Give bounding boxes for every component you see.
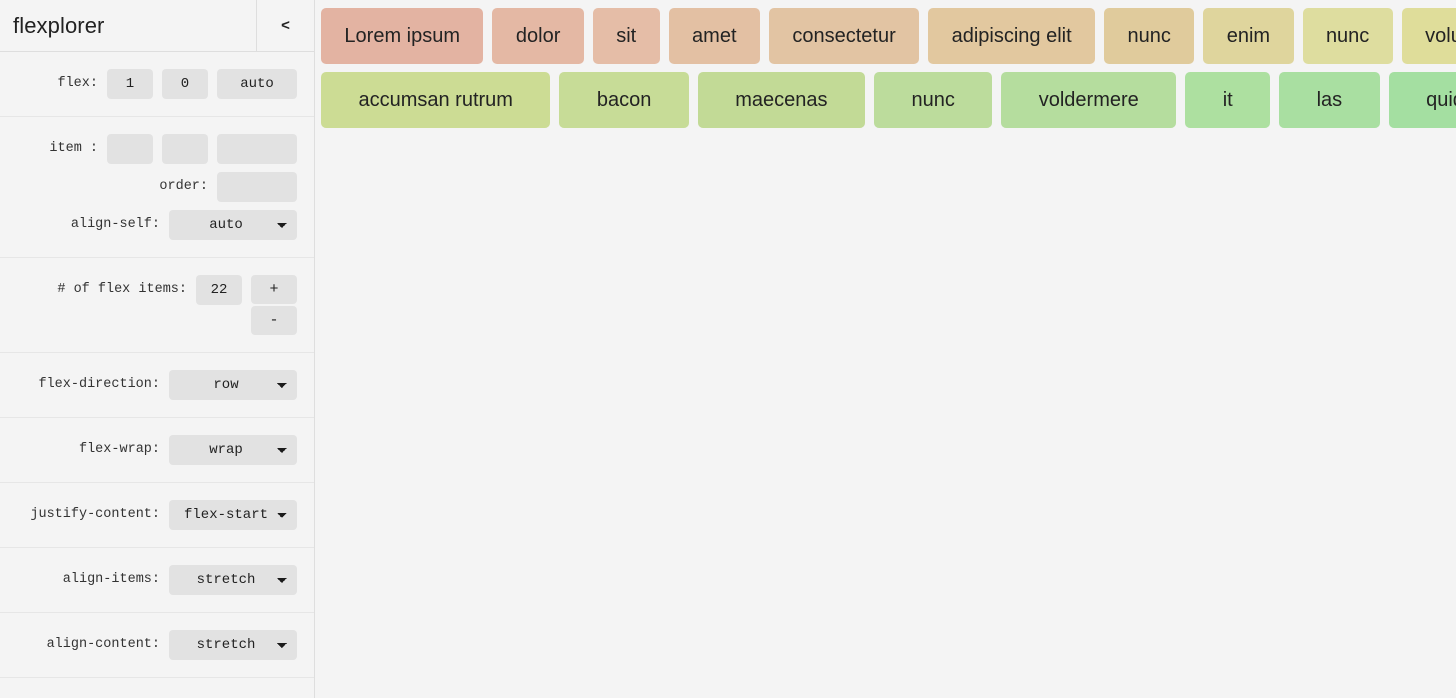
container-prop-group-align-content: align-content: stretchflex-startflex-endc… <box>0 613 314 678</box>
item-flex-grow-input[interactable] <box>107 134 153 164</box>
flex-item[interactable]: dolor <box>492 8 584 64</box>
container-prop-row: justify-content: flex-startflex-endcenter… <box>0 496 297 534</box>
item-label: item : <box>49 141 98 156</box>
chevron-left-icon[interactable]: < <box>256 0 314 52</box>
container-prop-group-justify-content: justify-content: flex-startflex-endcenter… <box>0 483 314 548</box>
flex-shorthand-row: flex: <box>0 65 297 103</box>
align-self-label: align-self: <box>70 217 160 232</box>
flex-item[interactable]: volutpat eget <box>1401 8 1456 64</box>
decrement-button[interactable]: - <box>251 306 297 335</box>
container-prop-group-align-items: align-items: stretchflex-startflex-endcen… <box>0 548 314 613</box>
order-input[interactable] <box>217 172 297 202</box>
flex-wrap-select[interactable]: nowrapwrapwrap-reverse <box>169 435 297 465</box>
justify-content-label: justify-content: <box>30 507 160 522</box>
app-title: flexplorer <box>13 12 105 38</box>
flex-item[interactable]: it <box>1185 72 1271 128</box>
flex-item[interactable]: sit <box>592 8 660 64</box>
flex-item[interactable]: enim <box>1203 8 1294 64</box>
flex-item[interactable]: nunc <box>874 72 993 128</box>
control-sidebar: flexplorer < flex: item : order: <box>0 0 315 698</box>
align-content-label: align-content: <box>46 637 160 652</box>
container-prop-row: flex-wrap: nowrapwrapwrap-reverse <box>0 431 297 469</box>
flex-shrink-input[interactable] <box>162 69 208 99</box>
flex-item-count-stepper: + - <box>251 275 297 335</box>
flex-item[interactable]: accumsan rutrum <box>321 72 551 128</box>
justify-content-select[interactable]: flex-startflex-endcenterspace-betweenspa… <box>169 500 297 530</box>
container-prop-row: align-content: stretchflex-startflex-endc… <box>0 626 297 664</box>
flex-item[interactable]: Lorem ipsum <box>321 8 484 64</box>
align-self-row: align-self: autoflex-startflex-endcenter… <box>0 206 297 244</box>
flex-item[interactable]: las <box>1279 72 1380 128</box>
flex-direction-label: flex-direction: <box>38 377 160 392</box>
item-flex-basis-input[interactable] <box>217 134 297 164</box>
container-properties: flex-direction: rowrow-reversecolumncolum… <box>0 353 314 678</box>
flex-item[interactable]: quid <box>1388 72 1456 128</box>
align-content-select[interactable]: stretchflex-startflex-endcenterspace-bet… <box>169 630 297 660</box>
flex-item[interactable]: amet <box>668 8 760 64</box>
flex-item-count-row: # of flex items: + - <box>0 271 297 339</box>
item-order-row: order: <box>0 168 297 206</box>
order-label: order: <box>159 179 208 194</box>
flex-item[interactable]: voldermere <box>1001 72 1177 128</box>
flex-item-count-input[interactable] <box>196 275 242 305</box>
item-flex-shrink-input[interactable] <box>162 134 208 164</box>
flex-item[interactable]: consectetur <box>768 8 920 64</box>
flex-basis-input[interactable] <box>217 69 297 99</box>
flex-item-count-label: # of flex items: <box>57 282 187 297</box>
flex-wrap-label: flex-wrap: <box>78 442 160 457</box>
align-items-label: align-items: <box>62 572 160 587</box>
container-prop-row: align-items: stretchflex-startflex-endcen… <box>0 561 297 599</box>
flex-item[interactable]: maecenas <box>697 72 865 128</box>
flex-item[interactable]: adipiscing elit <box>928 8 1096 64</box>
flex-item[interactable]: nunc <box>1302 8 1393 64</box>
container-prop-group-flex-wrap: flex-wrap: nowrapwrapwrap-reverse <box>0 418 314 483</box>
flex-shorthand-label: flex: <box>57 76 98 91</box>
sidebar-header: flexplorer < <box>0 0 314 52</box>
flex-item[interactable]: nunc <box>1104 8 1195 64</box>
flex-item-count-group: # of flex items: + - <box>0 258 314 353</box>
container-prop-row: flex-direction: rowrow-reversecolumncolum… <box>0 366 297 404</box>
flex-shorthand-group: flex: <box>0 52 314 117</box>
item-properties-group: item : order: align-self: autoflex-start… <box>0 117 314 258</box>
flex-direction-select[interactable]: rowrow-reversecolumncolumn-reverse <box>169 370 297 400</box>
container-prop-group-flex-direction: flex-direction: rowrow-reversecolumncolum… <box>0 353 314 418</box>
flex-item[interactable]: bacon <box>559 72 689 128</box>
increment-button[interactable]: + <box>251 275 297 304</box>
item-flex-row: item : <box>0 130 297 168</box>
align-self-select[interactable]: autoflex-startflex-endcenterbaselinestre… <box>169 210 297 240</box>
flex-grow-input[interactable] <box>107 69 153 99</box>
align-items-select[interactable]: stretchflex-startflex-endcenterbaseline <box>169 565 297 595</box>
